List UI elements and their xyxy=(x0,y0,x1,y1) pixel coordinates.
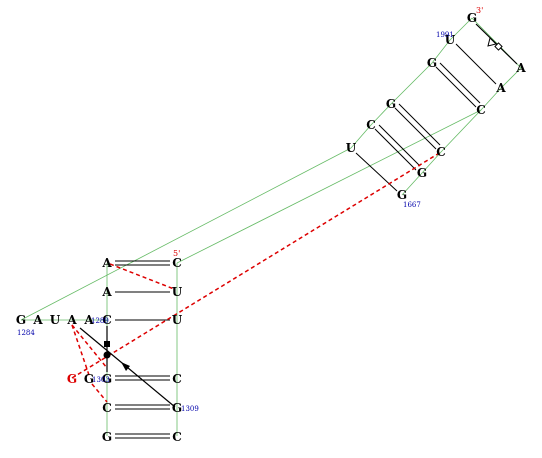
nucleotides: G U G G C U A A C C G G A A G A U A A C … xyxy=(16,11,526,444)
nucleotide: G xyxy=(84,372,94,386)
nucleotide: A xyxy=(495,81,506,95)
nucleotide: C xyxy=(366,118,376,132)
strand-ends: 3' 5' xyxy=(173,6,483,258)
nucleotide: A xyxy=(101,256,112,270)
square-marker-icon xyxy=(104,341,110,347)
nucleotide: U xyxy=(172,285,183,299)
nucleotide: U xyxy=(346,141,357,155)
pair-upper-3b xyxy=(398,103,441,146)
pair-upper-4a xyxy=(374,128,417,171)
backbone xyxy=(20,17,522,436)
residue-number: 1309 xyxy=(181,405,199,413)
backbone-upper-strand xyxy=(350,17,473,149)
nucleotide: G xyxy=(397,188,407,202)
residue-number: 1284 xyxy=(17,329,35,337)
pair-upper-4b xyxy=(378,124,421,167)
interaction-g-c xyxy=(109,263,175,290)
residue-numbers: 1991 1667 1284 1289 1303 1309 xyxy=(17,31,454,413)
nucleotide: G xyxy=(467,11,477,25)
nucleotide: G xyxy=(172,401,182,415)
tertiary-interactions xyxy=(71,151,442,403)
backbone-long-lower xyxy=(20,147,352,321)
nucleotide: A xyxy=(101,285,112,299)
pair-upper-2a xyxy=(435,66,477,108)
arrowhead-lower-icon xyxy=(121,362,130,371)
residue-number: 1289 xyxy=(91,317,109,325)
nucleotide: G xyxy=(16,313,26,327)
long-range-interaction xyxy=(71,151,442,379)
base-pairs xyxy=(115,43,497,439)
nucleotide: A xyxy=(515,61,526,75)
square-open-marker-icon xyxy=(494,42,503,51)
interaction-a-g2 xyxy=(71,324,91,379)
nucleotide: G xyxy=(386,97,396,111)
pair-upper-5 xyxy=(355,152,398,192)
nucleotide: A xyxy=(66,313,77,327)
pair-upper-1 xyxy=(455,43,497,85)
residue-number: 1991 xyxy=(436,31,454,39)
nucleotide: U xyxy=(50,313,61,327)
nucleotide: G xyxy=(67,372,77,386)
nucleotide: C xyxy=(476,103,486,117)
residue-number: 1667 xyxy=(403,201,421,209)
nucleotide: C xyxy=(172,372,182,386)
arrowhead-upper-icon xyxy=(487,37,497,47)
nucleotide: A xyxy=(32,313,43,327)
five-prime-label: 5' xyxy=(173,249,180,258)
nucleotide: C xyxy=(102,401,112,415)
nucleotide: C xyxy=(436,145,446,159)
circle-marker-icon xyxy=(103,351,111,359)
three-prime-label: 3' xyxy=(476,6,483,15)
nucleotide: G xyxy=(417,166,427,180)
interaction-a-g1 xyxy=(71,324,108,369)
residue-number: 1303 xyxy=(92,376,110,384)
nucleotide: G xyxy=(427,56,437,70)
nucleotide: G xyxy=(102,372,112,386)
nucleotide: U xyxy=(445,33,456,47)
noncanonical-interactions xyxy=(79,23,518,408)
interaction-g-c2 xyxy=(91,383,108,403)
pair-upper-3a xyxy=(394,107,437,150)
nucleotide: A xyxy=(83,313,94,327)
backbone-long-upper xyxy=(176,109,482,264)
nucleotide: C xyxy=(102,313,112,327)
nucleotide: C xyxy=(172,430,182,444)
nucleotide: U xyxy=(172,313,183,327)
pair-upper-2b xyxy=(439,62,481,104)
nucleotide: C xyxy=(172,256,182,270)
nucleotide: G xyxy=(102,430,112,444)
